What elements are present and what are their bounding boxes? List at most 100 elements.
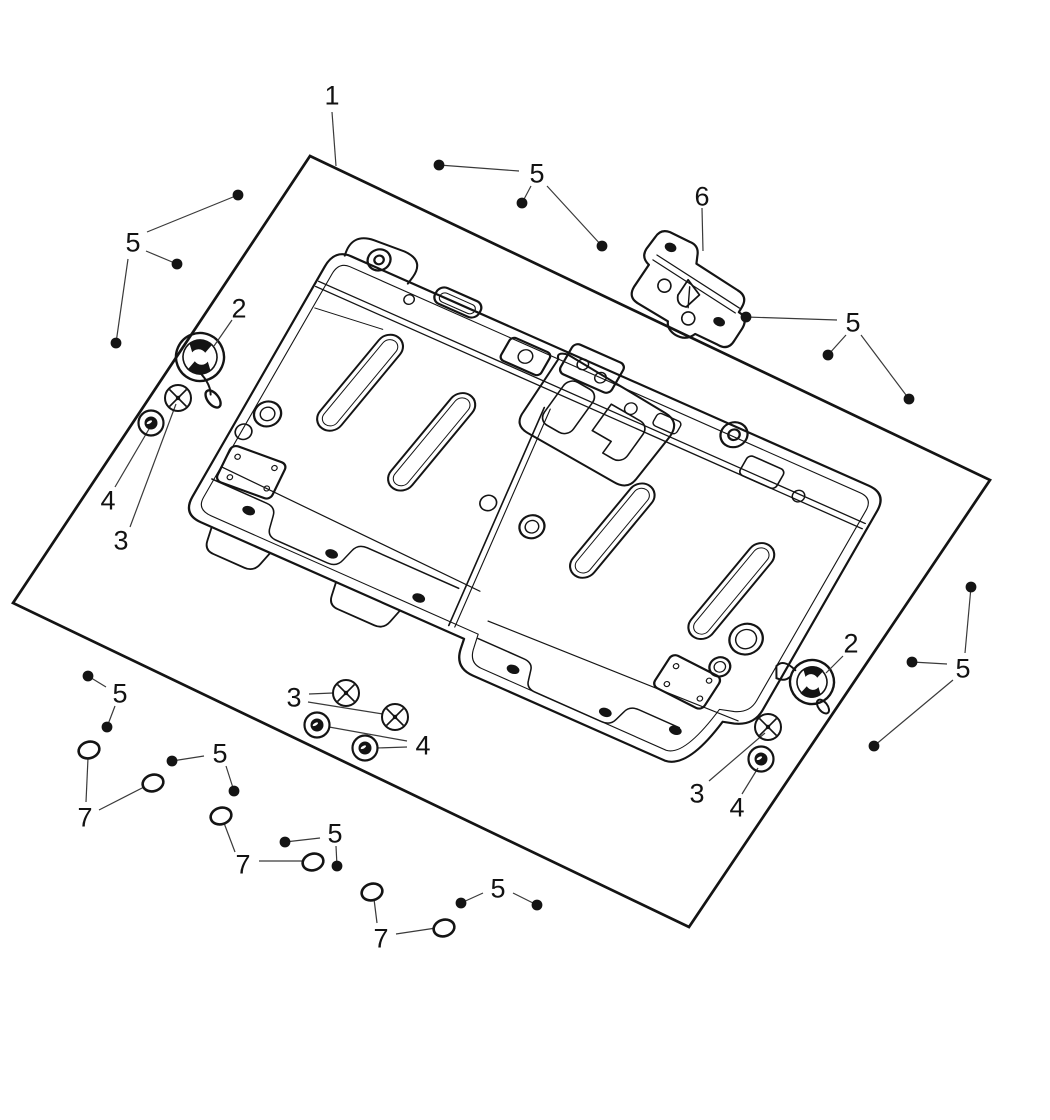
fastener-dot xyxy=(740,311,752,323)
leader-line xyxy=(115,258,129,344)
leader-line xyxy=(873,679,954,747)
callout-label-5: 5 xyxy=(327,819,342,849)
leader-line xyxy=(708,732,766,782)
flange-tab xyxy=(330,581,401,628)
fastener-dot xyxy=(903,393,915,405)
panel-ring xyxy=(713,661,727,673)
grommet-part-4 xyxy=(137,409,165,437)
flange-screw-heads xyxy=(242,505,682,736)
push-pin-plug-part-7 xyxy=(301,852,325,872)
fastener-dot xyxy=(965,581,977,593)
leader-line xyxy=(328,726,408,742)
fastener-dot xyxy=(822,349,834,361)
bracket-hole xyxy=(593,371,607,384)
leader-line xyxy=(331,111,337,167)
center-bracket xyxy=(558,343,626,394)
boundary-frame xyxy=(11,154,992,929)
mounting-bracket-part-6 xyxy=(630,230,746,349)
panel-inner-rim xyxy=(200,264,869,752)
leader-line xyxy=(114,428,150,488)
callout-label-1: 1 xyxy=(324,81,339,111)
leader-line xyxy=(146,194,239,233)
leader-line xyxy=(860,334,910,400)
fastener-dot xyxy=(596,240,608,252)
central-recess xyxy=(518,352,676,487)
leader-line xyxy=(307,701,384,715)
callout-label-7: 7 xyxy=(235,850,250,880)
panel-seam xyxy=(220,466,481,592)
callout-label-5: 5 xyxy=(955,654,970,684)
fastener-dot xyxy=(516,197,528,209)
rail-handle xyxy=(433,286,483,319)
washer-ring xyxy=(366,248,392,272)
push-pin-plug-part-7 xyxy=(141,773,165,793)
fastener-dots-group xyxy=(82,159,977,911)
leader-line xyxy=(745,316,838,321)
leader-line xyxy=(145,250,178,265)
panel-ring xyxy=(734,628,758,650)
mounting-plate-right xyxy=(653,654,722,710)
callout-label-6: 6 xyxy=(694,182,709,212)
callout-label-5: 5 xyxy=(112,679,127,709)
fastener-dot xyxy=(82,670,94,682)
panel-hole xyxy=(479,494,498,512)
leader-line xyxy=(911,661,948,665)
callout-label-2: 2 xyxy=(843,629,858,659)
callout-label-4: 4 xyxy=(415,731,430,761)
push-pin-plug-part-7 xyxy=(209,806,233,826)
loose-fasteners-group xyxy=(77,384,782,938)
flange-wave xyxy=(211,478,460,590)
screw-part-3 xyxy=(164,384,192,412)
fastener-dot xyxy=(906,656,918,668)
callout-label-2: 2 xyxy=(231,294,246,324)
grommet-part-4 xyxy=(747,745,775,773)
washer-ring xyxy=(719,421,749,449)
fastener-dot xyxy=(228,785,240,797)
center-seam xyxy=(447,406,546,627)
fastener-dot xyxy=(110,337,122,349)
callout-label-3: 3 xyxy=(113,526,128,556)
fastener-dot xyxy=(279,836,291,848)
callout-label-4: 4 xyxy=(729,793,744,823)
mounting-plate-left xyxy=(215,444,287,500)
rail-handle-inner xyxy=(438,292,476,315)
callout-label-7: 7 xyxy=(77,803,92,833)
callout-label-5: 5 xyxy=(845,308,860,338)
leader-line xyxy=(85,757,89,803)
leader-line xyxy=(376,746,408,749)
leader-lines-group xyxy=(85,111,972,935)
fastener-dot xyxy=(101,721,113,733)
panel-outline xyxy=(187,253,882,763)
screw-part-3 xyxy=(381,703,409,731)
leader-line xyxy=(284,837,321,843)
fastener-dot xyxy=(331,860,343,872)
leader-line xyxy=(438,164,520,172)
panel-hole xyxy=(234,423,253,441)
leader-line xyxy=(825,655,844,674)
fastener-dot xyxy=(531,899,543,911)
panel-ring xyxy=(252,400,283,428)
callout-label-5: 5 xyxy=(490,874,505,904)
latch-part-2-left xyxy=(174,331,226,409)
panel-ring xyxy=(524,519,540,534)
rail-hole xyxy=(623,402,638,416)
push-pin-plug-part-7 xyxy=(432,918,456,938)
recess-cutout xyxy=(541,380,596,435)
panel-slots xyxy=(316,333,776,640)
callout-label-5: 5 xyxy=(125,228,140,258)
leader-line xyxy=(129,403,177,528)
callout-label-7: 7 xyxy=(373,924,388,954)
leader-line xyxy=(308,692,334,695)
grommet-part-4 xyxy=(351,734,379,762)
fastener-dot xyxy=(232,189,244,201)
leader-line xyxy=(964,586,972,654)
callout-label-3: 3 xyxy=(286,683,301,713)
callout-label-5: 5 xyxy=(529,159,544,189)
grommet-part-4 xyxy=(303,711,331,739)
fastener-dot xyxy=(166,755,178,767)
hinge-hole xyxy=(517,349,534,364)
latch-part-2-right xyxy=(775,658,836,715)
